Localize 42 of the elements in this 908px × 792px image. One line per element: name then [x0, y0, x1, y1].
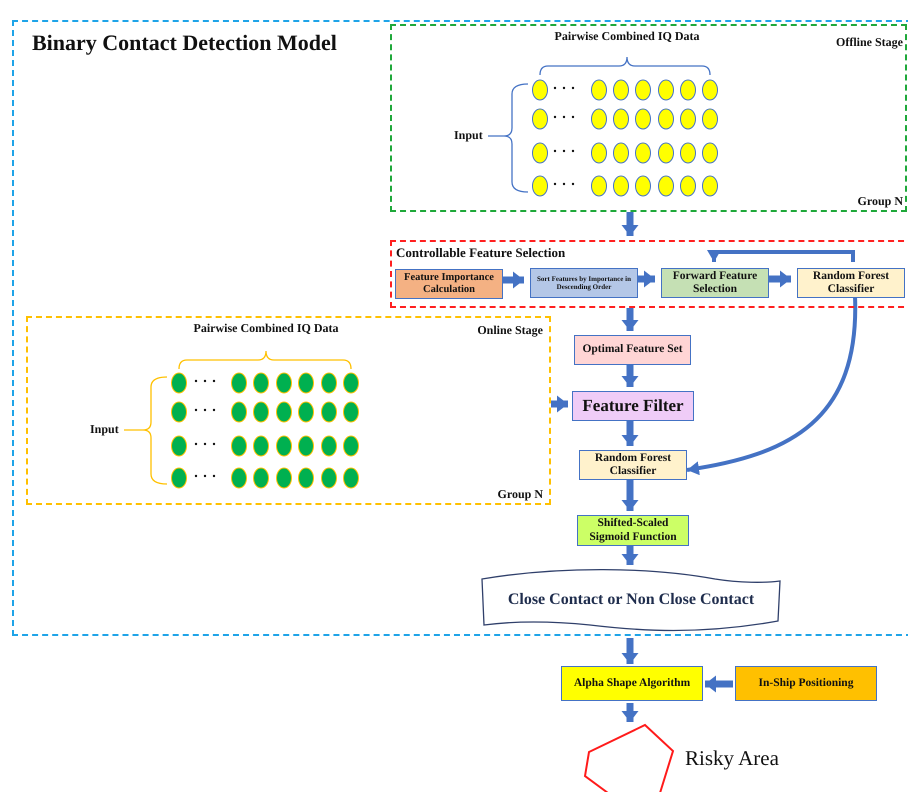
arrow — [551, 396, 568, 412]
group-label: Group N — [858, 194, 903, 209]
arrow — [636, 270, 655, 288]
arrow — [622, 212, 638, 236]
process-box: Feature Importance Calculation — [395, 269, 503, 299]
input-label: Input — [454, 128, 483, 143]
arrow — [501, 272, 524, 288]
output-text: Close Contact or Non Close Contact — [508, 591, 754, 609]
arrow — [622, 703, 638, 722]
process-box: Optimal Feature Set — [574, 335, 691, 365]
process-box: Alpha Shape Algorithm — [561, 666, 703, 701]
process-box: Forward Feature Selection — [661, 268, 769, 298]
input-label: Input — [90, 422, 119, 437]
process-box: Random Forest Classifier — [797, 268, 905, 298]
output-banner — [480, 569, 782, 631]
process-box: Random Forest Classifier — [579, 450, 687, 480]
arrow — [705, 676, 733, 692]
stage-label: Offline Stage — [836, 35, 903, 50]
arrow — [767, 270, 791, 288]
arrow — [622, 546, 638, 565]
area-label: Risky Area — [685, 746, 779, 771]
arrow — [622, 480, 638, 511]
arrow — [622, 308, 638, 331]
process-box: In-Ship Positioning — [735, 666, 877, 701]
feature-selection-frame — [390, 240, 908, 308]
offline-stage-frame — [390, 24, 907, 212]
process-box: Feature Filter — [572, 391, 694, 421]
section-title: Controllable Feature Selection — [396, 245, 566, 261]
arrow — [622, 421, 638, 446]
stage-label: Online Stage — [477, 323, 543, 338]
feedback-arrow — [686, 296, 857, 475]
data-heading: Pairwise Combined IQ Data — [554, 29, 700, 44]
data-heading: Pairwise Combined IQ Data — [194, 321, 338, 336]
online-stage-frame — [26, 316, 551, 505]
model-frame — [12, 20, 908, 636]
group-label: Group N — [498, 487, 543, 502]
process-box: Shifted-Scaled Sigmoid Function — [577, 515, 689, 546]
risky-area-polygon — [583, 724, 675, 792]
frame-heading: Binary Contact Detection Model — [32, 30, 337, 56]
arrow — [622, 638, 638, 664]
arrow — [622, 365, 638, 387]
feedback-arrow — [707, 250, 855, 262]
